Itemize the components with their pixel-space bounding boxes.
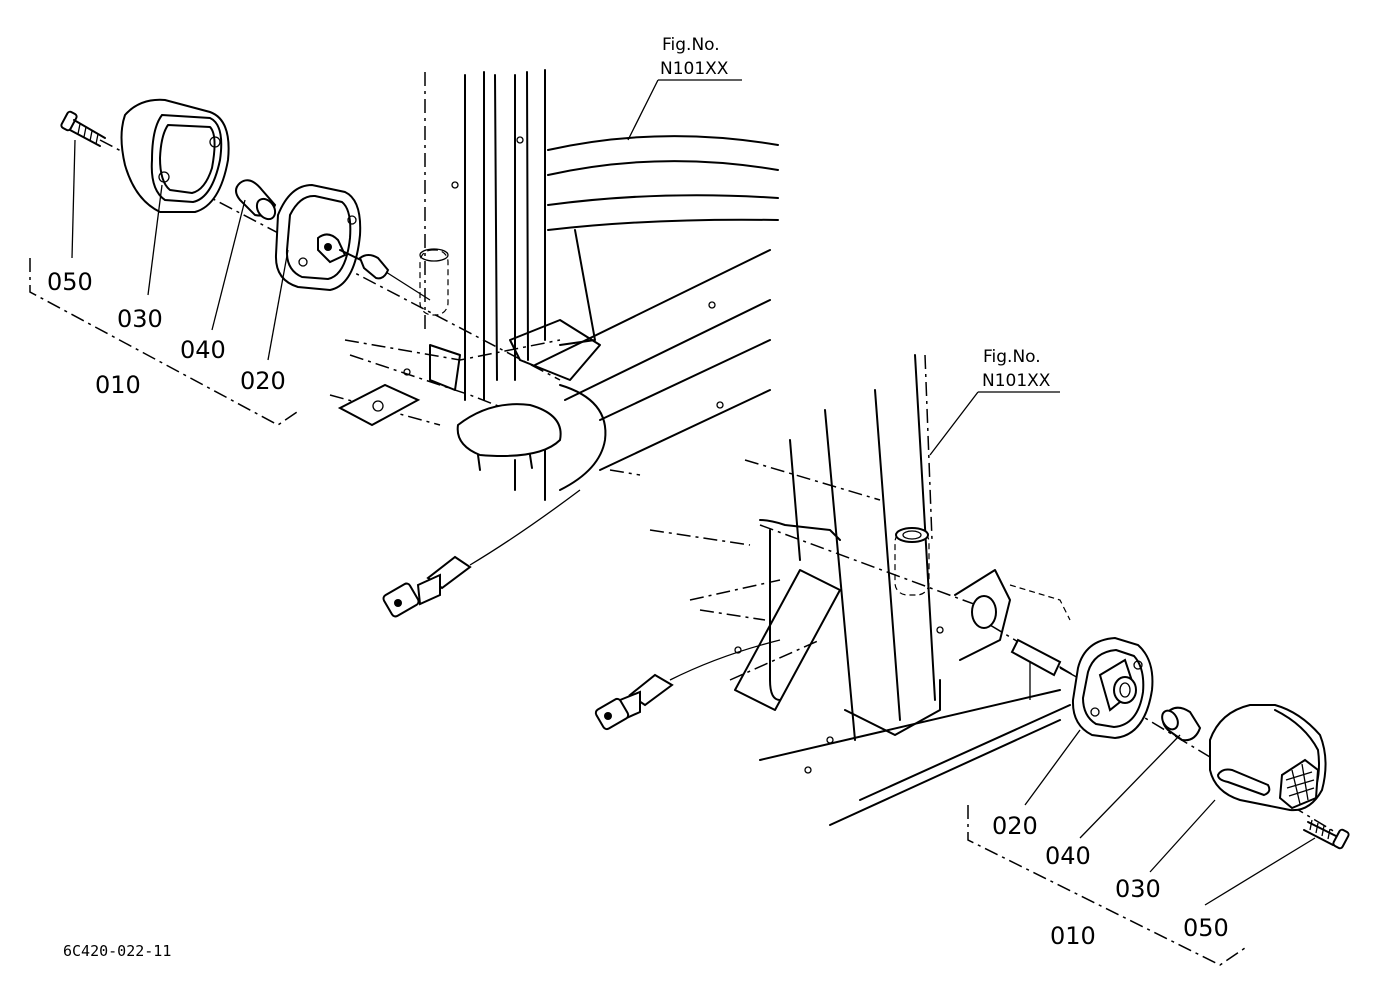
left-part-label-030: 030 — [117, 305, 163, 333]
right-assembly-label-010: 010 — [1050, 922, 1096, 950]
right-part-label-050: 050 — [1183, 914, 1229, 942]
fig-ref-bottom-line2: N101XX — [982, 371, 1051, 391]
left-part-label-040: 040 — [180, 336, 226, 364]
left-part-label-020: 020 — [240, 367, 286, 395]
right-bulb-040 — [1161, 706, 1202, 742]
left-callouts: 050 030 040 020 010 — [29, 139, 301, 426]
left-lamp-body-020 — [274, 183, 431, 301]
left-assembly-label-010: 010 — [95, 371, 141, 399]
right-frame-structure — [594, 354, 1071, 826]
right-screw-050 — [1303, 819, 1350, 850]
left-lens-cover-030 — [120, 98, 230, 213]
right-part-label-020: 020 — [992, 812, 1038, 840]
left-part-label-050: 050 — [47, 268, 93, 296]
left-lamp-parts — [60, 98, 561, 381]
fig-ref-bottom-line1: Fig.No. — [983, 347, 1041, 367]
right-lamp-parts — [989, 624, 1350, 850]
left-screw-050 — [60, 110, 106, 147]
drawing-code: 6C420-022-11 — [63, 942, 171, 960]
figure-reference-bottom: Fig.No. N101XX — [929, 347, 1060, 456]
left-frame-structure — [329, 69, 779, 618]
fig-ref-top-line1: Fig.No. — [662, 35, 720, 55]
fig-ref-top-line2: N101XX — [660, 59, 729, 79]
right-lens-cover-030 — [1209, 704, 1327, 812]
left-bulb-040 — [235, 179, 277, 221]
right-lamp-body-020 — [1071, 636, 1154, 740]
right-part-label-040: 040 — [1045, 842, 1091, 870]
right-callouts: 020 040 030 050 010 — [967, 729, 1316, 966]
figure-reference-top: Fig.No. N101XX — [627, 35, 742, 141]
right-part-label-030: 030 — [1115, 875, 1161, 903]
